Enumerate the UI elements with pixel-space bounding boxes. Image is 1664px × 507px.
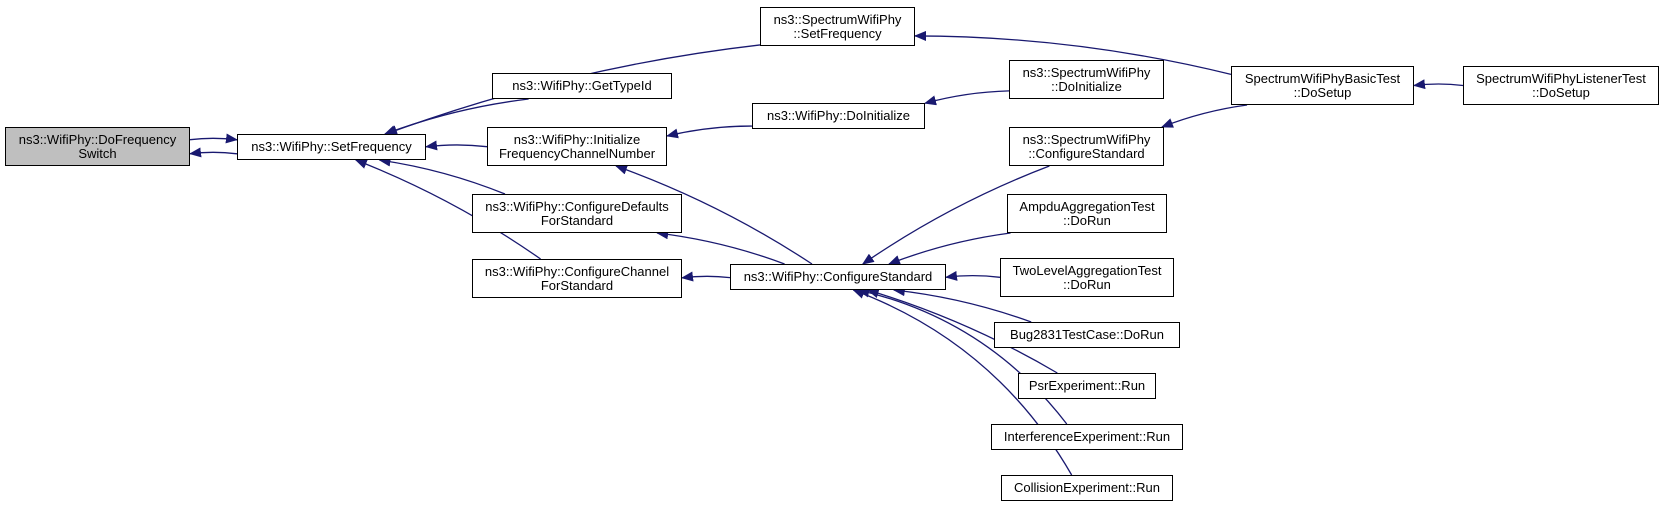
edge-gettypeid-to-setfrequency: [383, 98, 529, 135]
edge-spectrum_configurestandard-to-configurestandard: [861, 165, 1050, 265]
node-label-line: ns3::WifiPhy::ConfigureStandard: [743, 269, 933, 284]
node-configuredefaults-forstandard[interactable]: ns3::WifiPhy::ConfigureDefaults ForStand…: [472, 194, 682, 233]
node-ampduaggregationtest-dorun[interactable]: AmpduAggregationTest ::DoRun: [1007, 194, 1167, 233]
node-label-line: InterferenceExperiment::Run: [1003, 429, 1171, 444]
edge-configurestandard-to-initialize_freq: [615, 165, 813, 265]
node-label-line: ::SetFrequency: [793, 25, 882, 41]
node-label-line: ::DoSetup: [1532, 84, 1590, 100]
node-label-line: ns3::WifiPhy::SetFrequency: [251, 139, 412, 154]
node-dofrequencyswitch: ns3::WifiPhy::DoFrequency Switch: [5, 127, 190, 166]
node-label-line: ns3::WifiPhy::DoInitialize: [766, 108, 911, 123]
edge-ampdu-to-configurestandard: [888, 232, 1011, 265]
node-label-line: ::ConfigureStandard: [1028, 145, 1145, 161]
node-configurechannel-forstandard[interactable]: ns3::WifiPhy::ConfigureChannel ForStanda…: [472, 259, 682, 298]
edge-psr-to-configurestandard: [866, 288, 1058, 374]
node-label-line: ForStandard: [540, 277, 614, 293]
node-label-line: CollisionExperiment::Run: [1014, 480, 1160, 495]
edge-configurestandard-to-configurechannel: [681, 271, 731, 282]
node-interferenceexperiment-run[interactable]: InterferenceExperiment::Run: [991, 424, 1183, 450]
node-label-line: ns3::WifiPhy::GetTypeId: [512, 78, 652, 93]
edge-configurechannel-to-setfrequency: [354, 159, 541, 260]
node-label-line: ns3::SpectrumWifiPhy: [773, 11, 902, 27]
node-gettypeid[interactable]: ns3::WifiPhy::GetTypeId: [492, 73, 672, 99]
node-label-line: ::DoInitialize: [1051, 78, 1122, 94]
node-spectrumwifiphylistenertest-dosetup[interactable]: SpectrumWifiPhyListenerTest ::DoSetup: [1463, 66, 1659, 105]
edge-dofrequencyswitch-to-setfrequency: [189, 133, 238, 144]
node-spectrum-configurestandard[interactable]: ns3::SpectrumWifiPhy ::ConfigureStandard: [1009, 127, 1164, 166]
edge-interference-to-configurestandard: [857, 287, 1068, 425]
node-setfrequency[interactable]: ns3::WifiPhy::SetFrequency: [237, 134, 426, 160]
edge-bug2831-to-configurestandard: [892, 286, 1032, 323]
node-psrexperiment-run[interactable]: PsrExperiment::Run: [1018, 373, 1156, 399]
node-spectrumwifiphybasictest-dosetup[interactable]: SpectrumWifiPhyBasicTest ::DoSetup: [1231, 66, 1414, 105]
node-label-line: ns3::WifiPhy::DoFrequency: [18, 131, 177, 147]
node-label-line: ForStandard: [540, 212, 614, 228]
edge-spectrum_doinitialize-to-doinitialize: [924, 90, 1010, 106]
node-wifiphy-doinitialize[interactable]: ns3::WifiPhy::DoInitialize: [752, 103, 925, 129]
node-label-line: FrequencyChannelNumber: [498, 145, 656, 161]
edge-configuredefaults-to-setfrequency: [378, 156, 506, 195]
node-label-line: AmpduAggregationTest: [1019, 198, 1155, 214]
node-label-line: ::DoSetup: [1293, 84, 1352, 100]
node-label-line: SpectrumWifiPhyBasicTest: [1244, 70, 1401, 86]
edge-listenertest-to-basictest: [1413, 79, 1464, 90]
node-label-line: TwoLevelAggregationTest: [1012, 262, 1162, 278]
node-label-line: ns3::WifiPhy::Initialize: [513, 131, 641, 147]
node-collisionexperiment-run[interactable]: CollisionExperiment::Run: [1001, 475, 1173, 501]
node-label-line: ::DoRun: [1063, 212, 1111, 228]
node-label-line: Switch: [78, 145, 117, 161]
node-label-line: PsrExperiment::Run: [1028, 378, 1146, 393]
node-label-line: ::DoRun: [1063, 276, 1111, 292]
node-bug2831testcase-dorun[interactable]: Bug2831TestCase::DoRun: [994, 322, 1180, 348]
node-initialize-frequencychannelnumber[interactable]: ns3::WifiPhy::Initialize FrequencyChanne…: [487, 127, 667, 166]
edge-initialize_freq-to-setfrequency: [425, 140, 488, 151]
edge-doinitialize-to-initialize_freq: [666, 125, 753, 139]
edge-twolevel-to-configurestandard: [945, 270, 1001, 281]
node-wifiphy-configurestandard[interactable]: ns3::WifiPhy::ConfigureStandard: [730, 264, 946, 290]
node-label-line: SpectrumWifiPhyListenerTest: [1476, 70, 1646, 86]
node-spectrum-setfrequency[interactable]: ns3::SpectrumWifiPhy ::SetFrequency: [760, 7, 915, 46]
node-spectrum-doinitialize[interactable]: ns3::SpectrumWifiPhy ::DoInitialize: [1009, 60, 1164, 99]
edge-setfrequency-to-dofrequencyswitch: [189, 147, 238, 158]
node-twolevelaggregationtest-dorun[interactable]: TwoLevelAggregationTest ::DoRun: [1000, 258, 1174, 297]
node-label-line: ns3::SpectrumWifiPhy: [1022, 64, 1151, 80]
edge-basictest-to-spectrum_configurestandard: [1161, 104, 1248, 128]
edge-configurestandard-to-configuredefaults: [656, 229, 785, 265]
node-label-line: ns3::WifiPhy::ConfigureDefaults: [485, 198, 669, 214]
node-label-line: ns3::WifiPhy::ConfigureChannel: [484, 263, 670, 279]
node-label-line: ns3::SpectrumWifiPhy: [1022, 131, 1151, 147]
edge-basictest-to-spectrum_setfrequency: [914, 30, 1232, 76]
node-label-line: Bug2831TestCase::DoRun: [1010, 327, 1164, 342]
